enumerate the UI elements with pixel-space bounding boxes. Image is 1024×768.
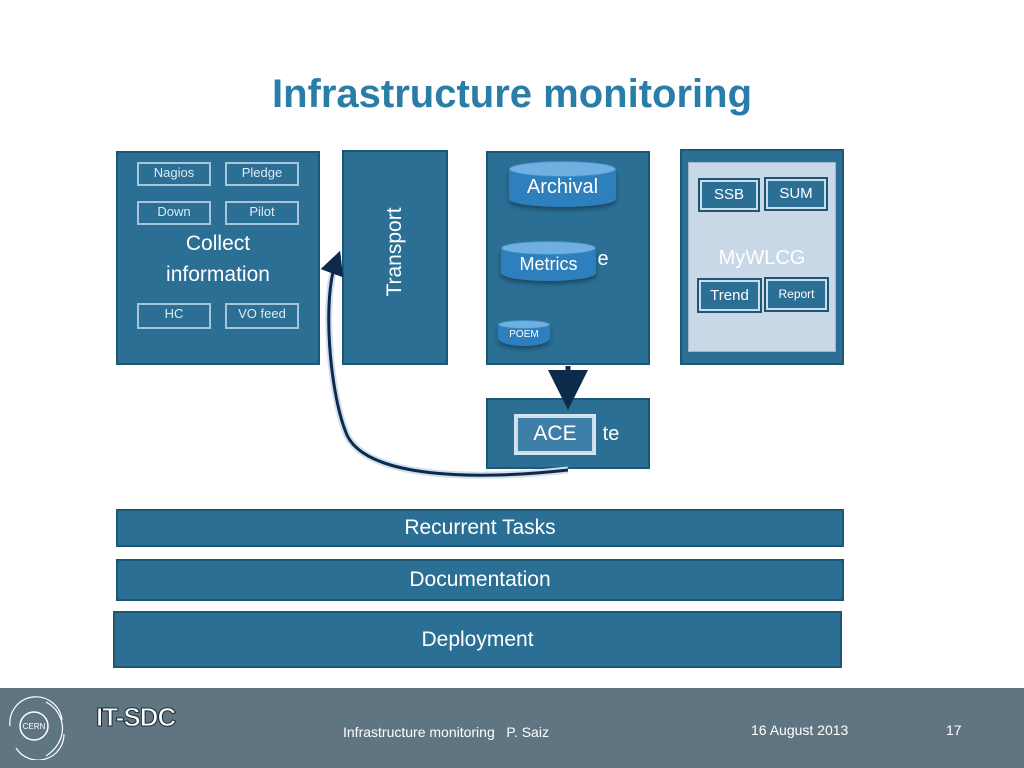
cern-logo-icon: CERN <box>9 696 65 760</box>
deployment-bar: Deployment <box>113 611 842 668</box>
chip-hc: HC <box>137 303 211 329</box>
footer-date: 16 August 2013 <box>751 722 849 738</box>
poem-label: POEM <box>509 329 539 340</box>
chip-report: Report <box>764 277 829 312</box>
poem-database: POEM <box>498 320 550 346</box>
recurrent-tasks-bar: Recurrent Tasks <box>116 509 844 547</box>
footer-page-number: 17 <box>946 722 962 738</box>
collect-label-line1: Collect <box>185 232 251 255</box>
footer-center-text: Infrastructure monitoring P. Saiz <box>343 724 549 740</box>
collect-information-box: Nagios Pledge Down Pilot Collect informa… <box>116 151 320 365</box>
metrics-database: Metrics <box>501 241 596 281</box>
ace-box: ACE <box>514 414 596 455</box>
documentation-bar: Documentation <box>116 559 844 601</box>
it-sdc-logo: IT-SDC <box>95 702 176 733</box>
metrics-label: Metrics <box>519 254 578 274</box>
compute-partial-label: te <box>602 423 620 445</box>
transport-box: Transport <box>342 150 448 365</box>
archival-label: Archival <box>526 176 599 198</box>
chip-nagios: Nagios <box>137 162 211 186</box>
chip-pledge: Pledge <box>225 162 299 186</box>
collect-label-line2: information <box>166 263 270 286</box>
slide-title: Infrastructure monitoring <box>271 72 753 116</box>
cern-logo-text: CERN <box>23 722 46 731</box>
chip-trend: Trend <box>697 278 762 313</box>
archival-database: Archival <box>509 161 616 207</box>
store-partial-label: e <box>597 248 609 270</box>
chip-pilot: Pilot <box>225 201 299 225</box>
chip-down: Down <box>137 201 211 225</box>
footer: CERN IT-SDC Infrastructure monitoring P.… <box>0 688 1024 768</box>
chip-ssb: SSB <box>698 178 760 212</box>
mywlcg-label: MyWLCG <box>718 247 806 269</box>
transport-label: Transport <box>383 207 406 297</box>
chip-vo-feed: VO feed <box>225 303 299 329</box>
chip-sum: SUM <box>764 177 828 211</box>
